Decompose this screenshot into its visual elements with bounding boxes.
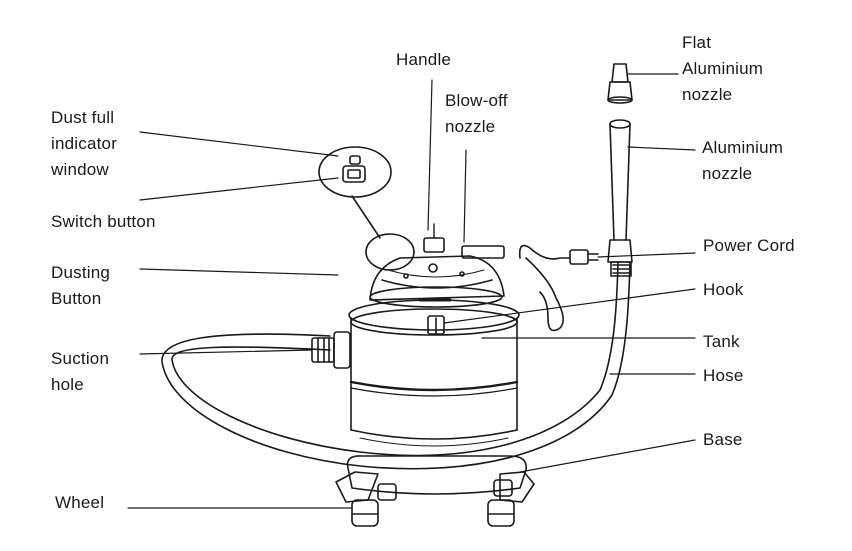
leader-suction-hole	[139, 349, 313, 355]
label-dust-full-indicator-window: Dust full indicator window	[51, 108, 118, 179]
leader-base	[519, 439, 696, 473]
leader-dusting-button	[139, 268, 339, 276]
label-hose: Hose	[703, 366, 744, 385]
leader-blow-off-nozzle	[463, 149, 467, 243]
hook	[427, 315, 445, 335]
base	[335, 455, 535, 503]
motor-head	[369, 223, 505, 308]
wheel-left	[351, 499, 379, 527]
tank	[348, 299, 520, 447]
label-suction-hole: Suction hole	[51, 349, 110, 394]
leader-switch-button	[139, 177, 339, 201]
label-dusting-button: Dusting Button	[51, 263, 111, 308]
label-wheel: Wheel	[55, 493, 105, 512]
leader-lines	[127, 73, 696, 509]
suction-hole-connector	[311, 331, 351, 369]
label-hook: Hook	[703, 280, 744, 299]
indicator-zoom-bubble	[318, 146, 392, 239]
label-blow-off-nozzle: Blow-off nozzle	[445, 91, 508, 136]
power-cord	[518, 244, 599, 332]
leader-aluminium-nozzle	[627, 146, 696, 151]
label-base: Base	[703, 430, 743, 449]
hose	[161, 261, 631, 470]
aluminium-nozzle-tube	[607, 119, 633, 277]
label-switch-button: Switch button	[51, 212, 156, 231]
wheel-right	[487, 499, 515, 527]
leader-handle	[427, 79, 433, 231]
label-flat-aluminium-nozzle: Flat Aluminium nozzle	[682, 33, 764, 104]
switch-area-circle	[365, 233, 415, 271]
label-tank: Tank	[703, 332, 740, 351]
leader-dust-full-indicator	[139, 131, 339, 157]
wheel-rear-right	[493, 479, 513, 497]
leader-hook	[443, 288, 696, 324]
leader-power-cord	[597, 252, 696, 258]
label-power-cord: Power Cord	[703, 236, 795, 255]
flat-aluminium-nozzle	[607, 63, 633, 104]
label-handle: Handle	[396, 50, 452, 69]
label-aluminium-nozzle: Aluminium nozzle	[702, 138, 784, 183]
wheel-rear-left	[377, 483, 397, 501]
